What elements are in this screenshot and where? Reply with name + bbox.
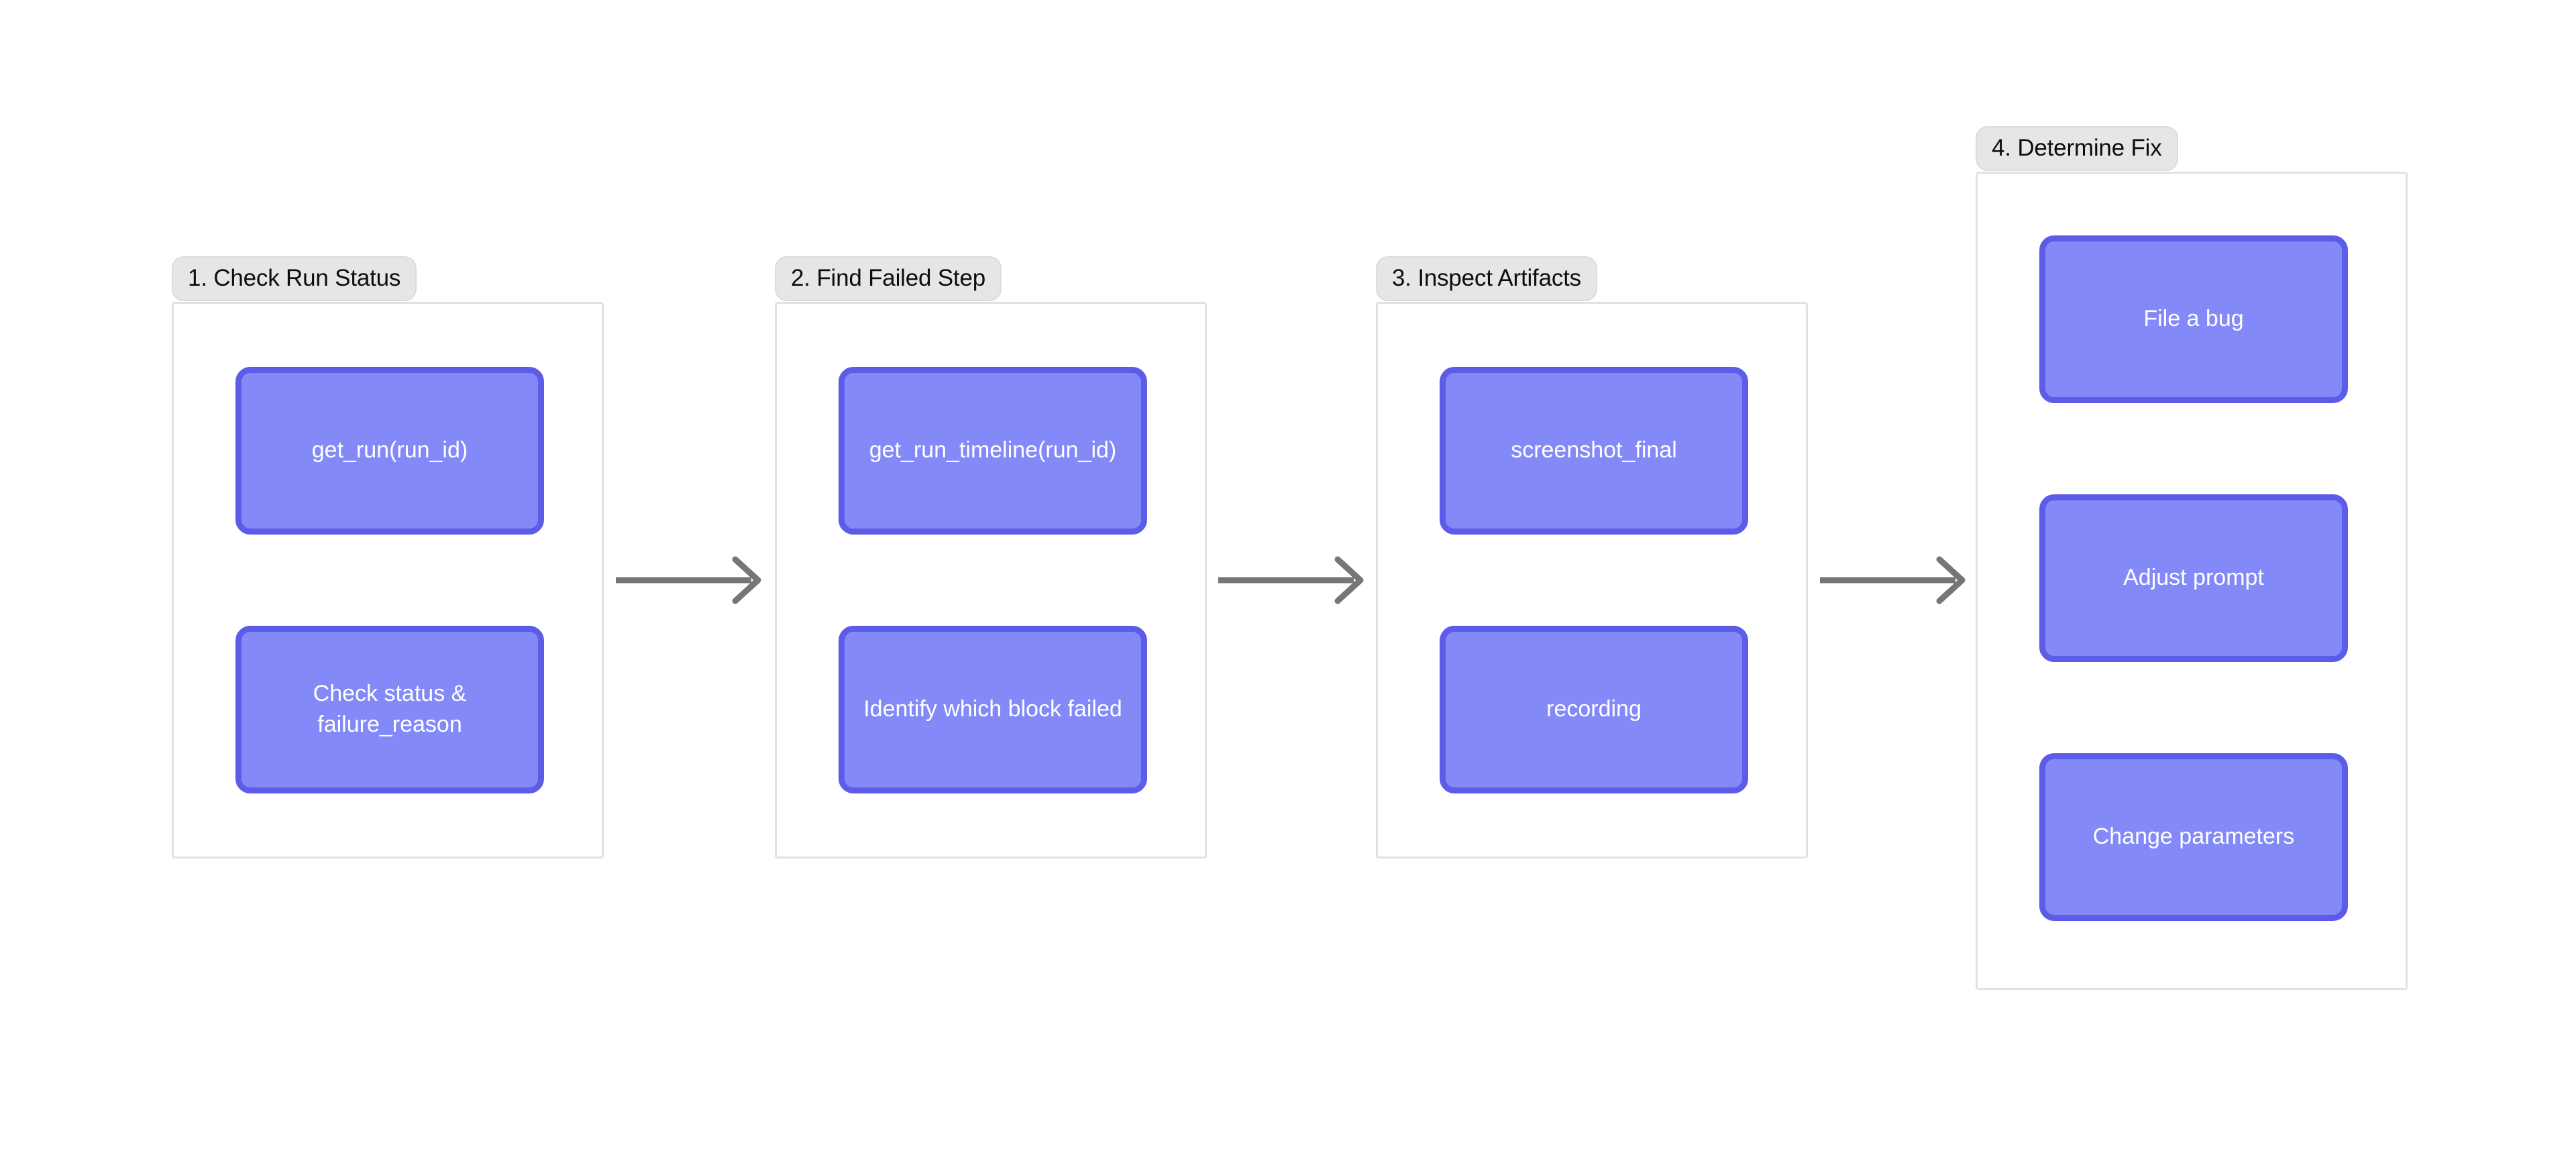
arrow-group3-to-group4 bbox=[1820, 550, 1971, 610]
arrow-icon bbox=[1820, 556, 1966, 604]
node-label: Adjust prompt bbox=[2123, 565, 2264, 591]
node-check-status[interactable]: Check status & failure_reason bbox=[235, 626, 544, 793]
node-change-parameters[interactable]: Change parameters bbox=[2039, 753, 2348, 921]
node-adjust-prompt[interactable]: Adjust prompt bbox=[2039, 494, 2348, 662]
arrow-group2-to-group3 bbox=[1218, 550, 1369, 610]
node-file-a-bug[interactable]: File a bug bbox=[2039, 235, 2348, 403]
node-label: screenshot_final bbox=[1511, 437, 1677, 463]
group-label-text: 1. Check Run Status bbox=[188, 265, 401, 291]
node-get-run[interactable]: get_run(run_id) bbox=[235, 367, 544, 535]
group-check-run-status: get_run(run_id) Check status & failure_r… bbox=[172, 302, 604, 859]
group-label-text: 3. Inspect Artifacts bbox=[1392, 265, 1581, 291]
node-label: Check status & failure_reason bbox=[313, 681, 467, 737]
node-screenshot-final[interactable]: screenshot_final bbox=[1440, 367, 1748, 535]
node-label: Identify which block failed bbox=[863, 696, 1122, 722]
group-label-text: 2. Find Failed Step bbox=[791, 265, 985, 291]
group-determine-fix: File a bug Adjust prompt Change paramete… bbox=[1976, 172, 2408, 990]
node-label: Change parameters bbox=[2092, 824, 2295, 850]
node-label: get_run_timeline(run_id) bbox=[869, 437, 1117, 463]
arrow-group1-to-group2 bbox=[616, 550, 767, 610]
node-label: get_run(run_id) bbox=[311, 437, 468, 463]
group-label-text: 4. Determine Fix bbox=[1992, 135, 2162, 161]
group-label-inspect-artifacts: 3. Inspect Artifacts bbox=[1376, 256, 1597, 301]
group-label-determine-fix: 4. Determine Fix bbox=[1976, 126, 2178, 171]
node-identify-block-failed[interactable]: Identify which block failed bbox=[839, 626, 1147, 793]
node-label: File a bug bbox=[2143, 306, 2244, 332]
group-label-find-failed-step: 2. Find Failed Step bbox=[775, 256, 1002, 301]
node-get-run-timeline[interactable]: get_run_timeline(run_id) bbox=[839, 367, 1147, 535]
node-recording[interactable]: recording bbox=[1440, 626, 1748, 793]
group-inspect-artifacts: screenshot_final recording bbox=[1376, 302, 1808, 859]
group-find-failed-step: get_run_timeline(run_id) Identify which … bbox=[775, 302, 1207, 859]
arrow-icon bbox=[1218, 556, 1364, 604]
group-label-check-run-status: 1. Check Run Status bbox=[172, 256, 417, 301]
arrow-icon bbox=[616, 556, 761, 604]
node-label: recording bbox=[1546, 696, 1642, 722]
